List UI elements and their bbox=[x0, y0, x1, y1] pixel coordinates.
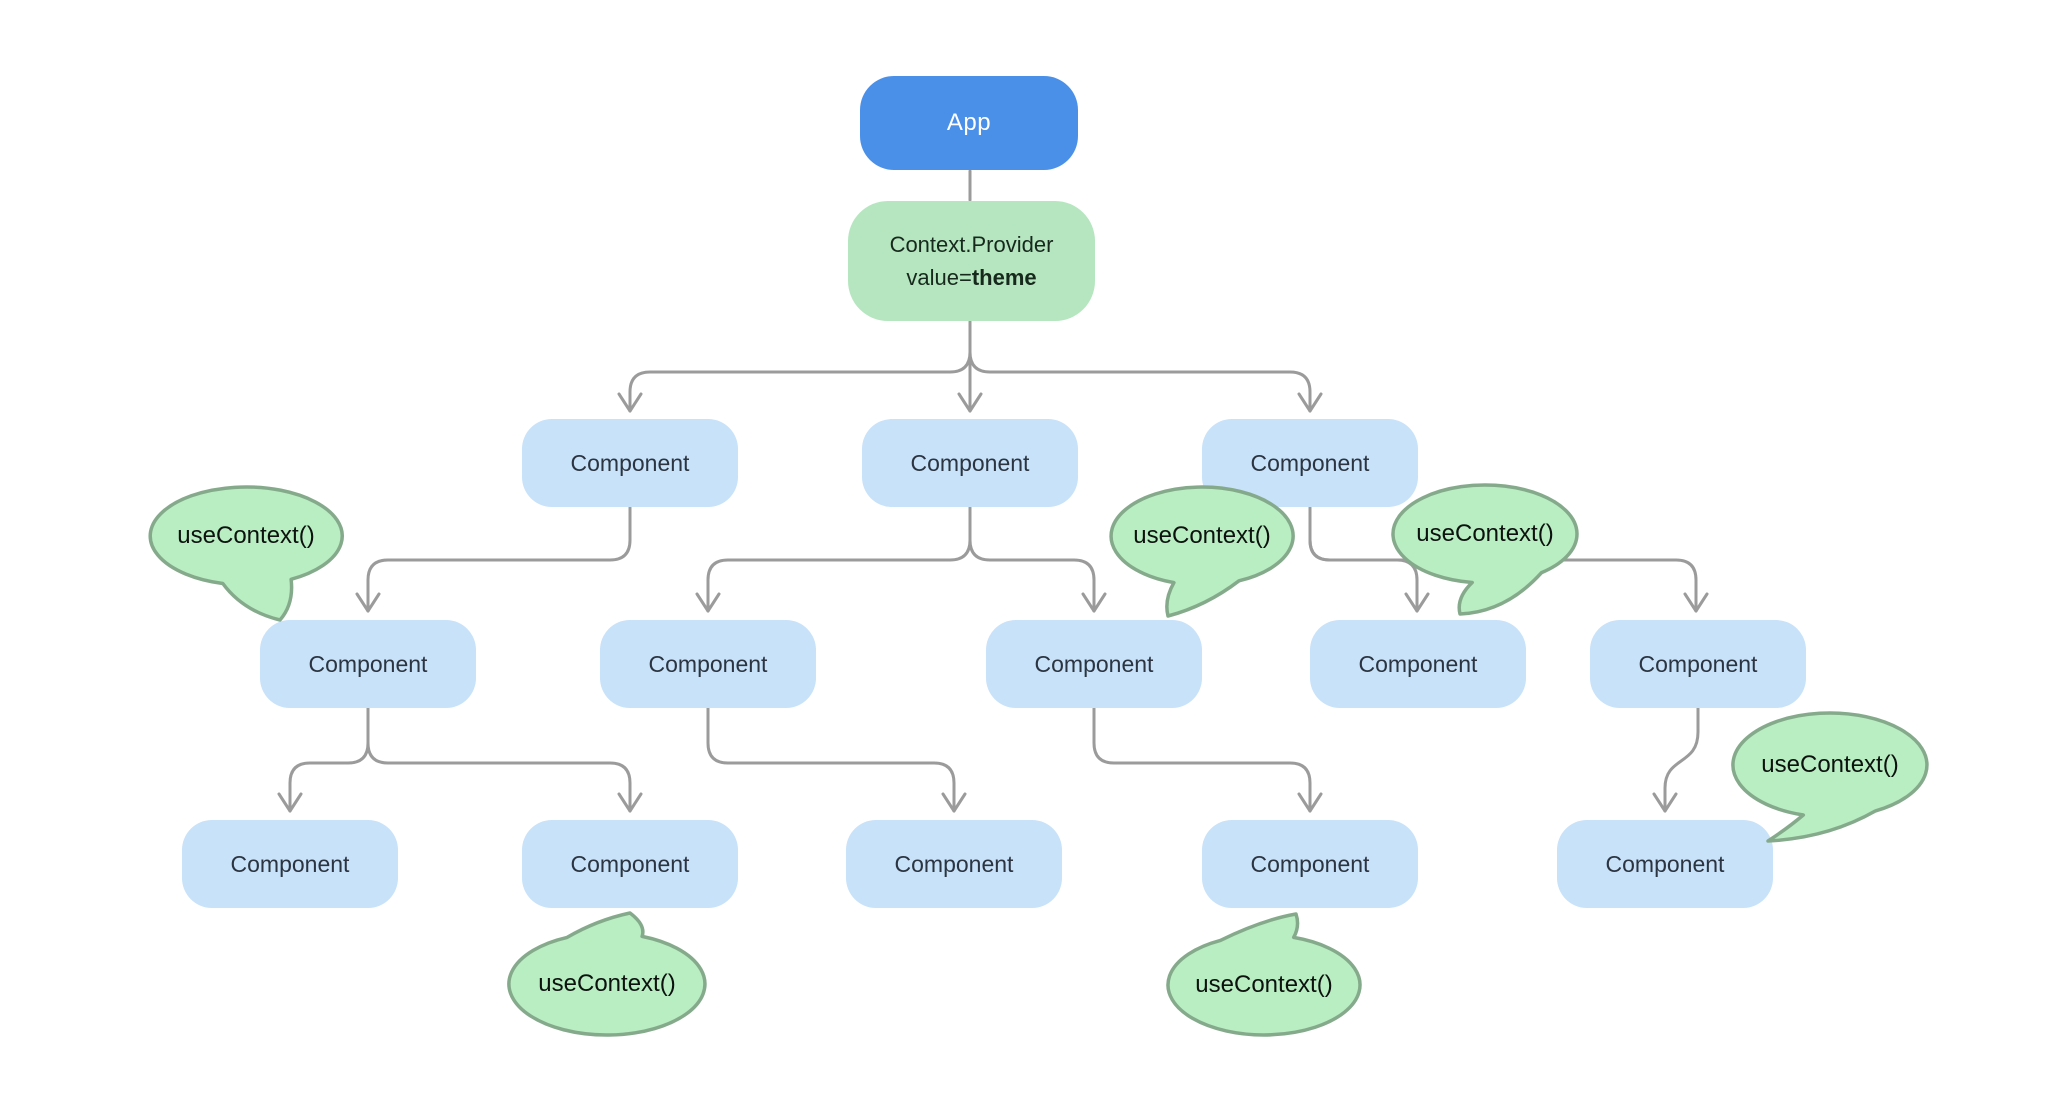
speech-bubble-shape-3 bbox=[1391, 483, 1579, 616]
edge-provider-c3 bbox=[968, 320, 1323, 413]
edge-c1-d1 bbox=[355, 505, 632, 613]
component-node-l2-1: Component bbox=[522, 419, 738, 507]
component-node-l3-2: Component bbox=[600, 620, 816, 708]
edge-d1-e2 bbox=[366, 706, 643, 813]
edge-c2-d3 bbox=[968, 505, 1107, 613]
bubble-label-1: useContext() bbox=[177, 522, 315, 549]
bubble-label-3: useContext() bbox=[1416, 520, 1554, 547]
speech-bubble-shape-2 bbox=[1109, 485, 1295, 618]
component-node-l4-3: Component bbox=[846, 820, 1062, 908]
edge-c2-d2 bbox=[695, 505, 972, 613]
bubble-label-5: useContext() bbox=[538, 970, 676, 997]
provider-value-name: theme bbox=[971, 265, 1037, 290]
node-app: App bbox=[860, 76, 1078, 170]
component-node-l3-5: Component bbox=[1590, 620, 1806, 708]
bubble-label-4: useContext() bbox=[1761, 751, 1899, 778]
provider-value-prefix: value= bbox=[906, 265, 972, 290]
component-node-l3-3: Component bbox=[986, 620, 1202, 708]
provider-title: Context.Provider bbox=[889, 232, 1054, 257]
component-node-l3-4: Component bbox=[1310, 620, 1526, 708]
component-node-l3-1: Component bbox=[260, 620, 476, 708]
bubble-label-6: useContext() bbox=[1195, 971, 1333, 998]
component-node-l4-1: Component bbox=[182, 820, 398, 908]
edge-d1-e1 bbox=[277, 706, 370, 813]
edge-d5-e5 bbox=[1652, 706, 1700, 813]
bubble-label-2: useContext() bbox=[1133, 522, 1271, 549]
speech-bubble-shape-1 bbox=[148, 485, 344, 622]
edge-d3-e4 bbox=[1092, 706, 1323, 813]
speech-bubble-shape-6 bbox=[1166, 912, 1362, 1037]
node-context-provider: Context.Provider value=theme bbox=[848, 201, 1095, 321]
component-node-l4-5: Component bbox=[1557, 820, 1773, 908]
provider-value: value=theme bbox=[906, 261, 1036, 294]
component-node-l4-2: Component bbox=[522, 820, 738, 908]
speech-bubble-shape-5 bbox=[507, 911, 707, 1037]
component-node-l4-4: Component bbox=[1202, 820, 1418, 908]
component-node-l2-2: Component bbox=[862, 419, 1078, 507]
speech-bubble-shape-4 bbox=[1731, 711, 1929, 843]
edge-d2-e3 bbox=[706, 706, 967, 813]
